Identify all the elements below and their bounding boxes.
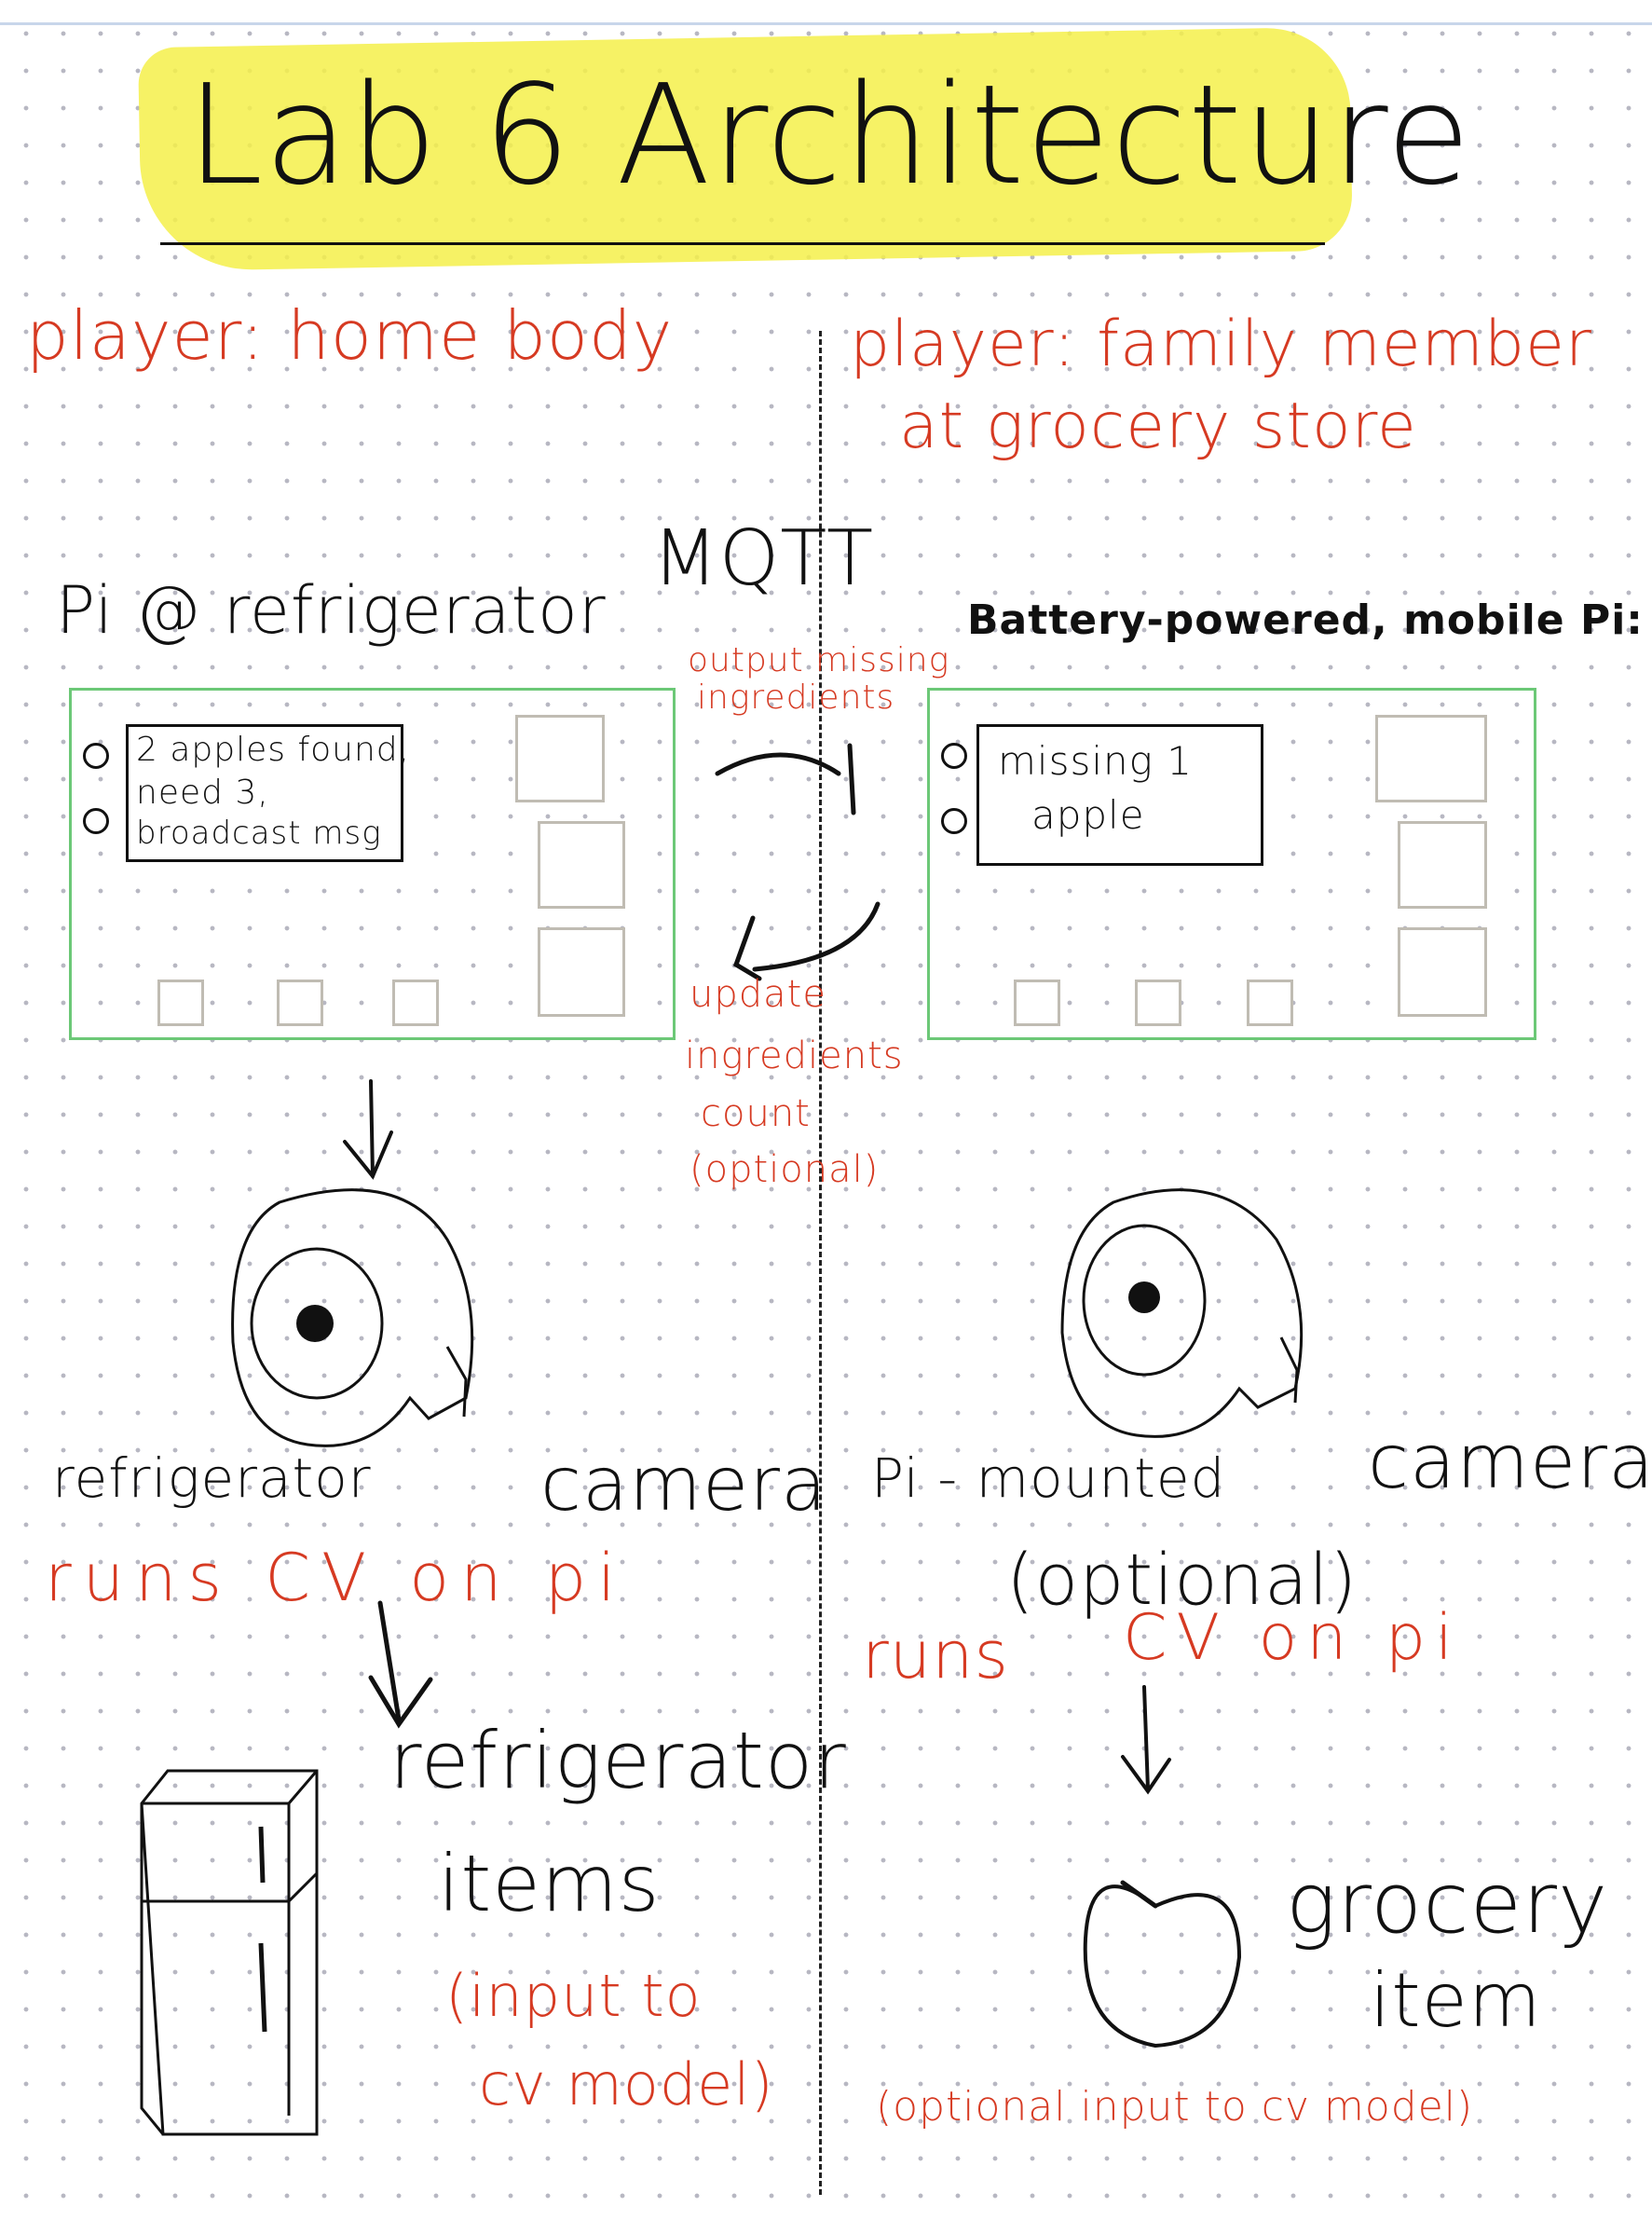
page-top-rule <box>0 22 1652 25</box>
left-pi-bottom-button-3[interactable] <box>392 980 439 1026</box>
right-pi-bottom-button-1[interactable] <box>1014 980 1060 1026</box>
right-pi-bottom-button-2[interactable] <box>1135 980 1181 1026</box>
left-device-label: Pi @ refrigerator <box>56 572 607 649</box>
left-pi-button-2[interactable] <box>83 808 109 834</box>
left-pi-side-button-2[interactable] <box>538 821 625 909</box>
left-screen-line-3: broadcast msg <box>136 815 382 852</box>
right-items-label-a: grocery <box>1286 1855 1609 1953</box>
left-screen-line-2: need 3, <box>136 774 269 812</box>
right-pi-screen: missing 1 apple <box>976 724 1263 866</box>
left-pi-board: 2 apples found, need 3, broadcast msg <box>69 688 676 1040</box>
left-camera-label-a: refrigerator <box>52 1446 372 1510</box>
right-pi-button-1[interactable] <box>941 743 967 769</box>
right-player-label-line1: player: family member <box>850 308 1592 381</box>
right-pi-board: missing 1 apple <box>927 688 1536 1040</box>
arrow-in-label-line3: count <box>701 1092 811 1135</box>
right-pi-side-button-2[interactable] <box>1398 821 1487 909</box>
column-divider <box>819 331 822 2195</box>
title-underline <box>160 242 1325 245</box>
right-items-label-b: item <box>1370 1957 1542 2044</box>
right-pi-side-button-3[interactable] <box>1398 927 1487 1017</box>
left-cv-note: runs CV on pi <box>45 1540 627 1616</box>
right-camera-label-a: Pi - mounted <box>871 1446 1226 1510</box>
left-pi-button-1[interactable] <box>83 743 109 769</box>
arrow-in-label-line2: ingredients <box>685 1035 904 1077</box>
left-items-note-a: (input to <box>445 1962 702 2030</box>
right-pi-bottom-button-3[interactable] <box>1247 980 1293 1026</box>
right-camera-optional: (optional) <box>1006 1538 1358 1621</box>
left-pi-bottom-button-2[interactable] <box>277 980 323 1026</box>
left-screen-line-1: 2 apples found, <box>136 731 411 769</box>
right-cv-note-a: runs <box>862 1617 1009 1693</box>
right-camera-label-b: camera <box>1368 1418 1652 1505</box>
right-player-label-line2: at grocery store <box>899 390 1417 463</box>
right-pi-button-2[interactable] <box>941 808 967 834</box>
left-camera-label-b: camera <box>540 1441 828 1528</box>
left-pi-side-button-3[interactable] <box>538 927 625 1017</box>
arrow-in-label-line4: (optional) <box>689 1148 880 1191</box>
protocol-label: MQTT <box>652 514 875 603</box>
right-screen-line-1: missing 1 <box>998 738 1193 784</box>
left-pi-side-button-1[interactable] <box>515 715 605 802</box>
left-items-label-b: items <box>438 1838 661 1929</box>
right-pi-side-button-1[interactable] <box>1375 715 1487 802</box>
arrow-out-label-line2: ingredients <box>697 678 895 717</box>
page-title: Lab 6 Architecture <box>186 55 1472 215</box>
left-items-note-b: cv model) <box>479 2050 774 2118</box>
left-pi-screen: 2 apples found, need 3, broadcast msg <box>126 724 409 862</box>
left-pi-bottom-button-1[interactable] <box>157 980 204 1026</box>
arrow-in-label-line1: update <box>689 973 826 1016</box>
right-items-note: (optional input to cv model) <box>876 2083 1474 2131</box>
right-screen-line-2: apple <box>1031 792 1145 838</box>
left-items-label-a: refrigerator <box>389 1715 847 1806</box>
arrow-out-label-line1: output missing <box>688 641 950 679</box>
left-player-label: player: home body <box>26 296 674 375</box>
right-cv-note-b: CV on pi <box>1123 1601 1462 1675</box>
right-device-label: Battery-powered, mobile Pi: <box>967 596 1644 644</box>
